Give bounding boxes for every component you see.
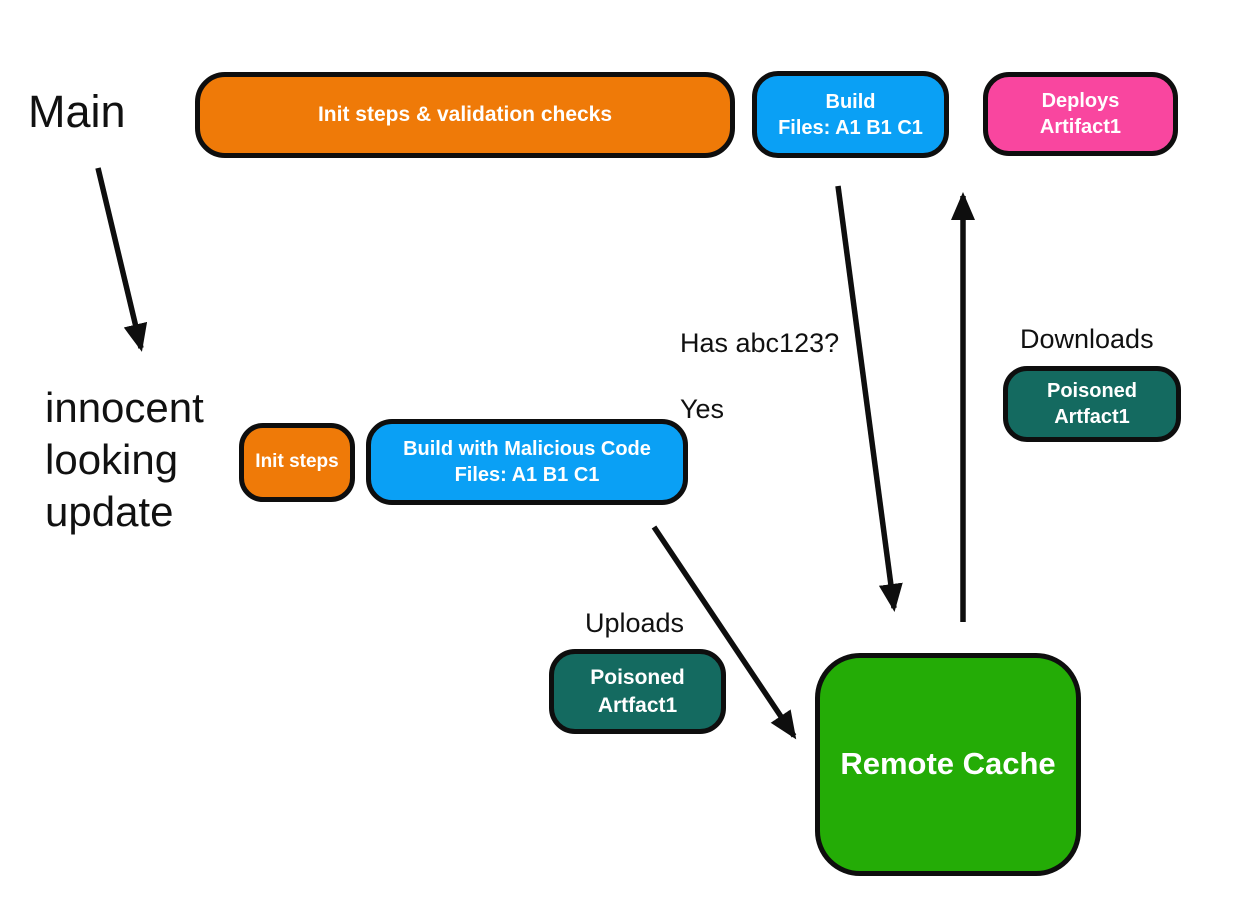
node-poisoned-upload-name: Artfact1	[597, 693, 678, 717]
downloads-label: Downloads	[1020, 324, 1154, 354]
node-remote-cache-label: Remote Cache	[840, 746, 1056, 782]
node-init-steps-label: Init steps	[255, 451, 339, 473]
node-poisoned-download-name: Artfact1	[1054, 406, 1130, 428]
arrow-build-to-cache	[835, 185, 903, 612]
node-init-steps: Init steps	[239, 423, 355, 502]
cache-hit-answer: Yes	[680, 393, 725, 424]
node-build-main: Build Files: A1 B1 C1	[752, 71, 949, 158]
node-build-malicious-files: Files: A1 B1 C1	[454, 464, 600, 486]
cache-hit-question: Has abc123?	[680, 327, 840, 358]
node-build-malicious-title: Build with Malicious Code	[403, 438, 651, 460]
node-poisoned-artifact-download: Poisoned Artfact1	[1003, 366, 1181, 442]
node-build-malicious: Build with Malicious Code Files: A1 B1 C…	[366, 419, 688, 505]
node-deploys-artifact: Deploys Artifact1	[983, 72, 1178, 156]
node-poisoned-artifact-upload: Poisoned Artfact1	[549, 649, 726, 734]
innocent-update-label: innocent looking update	[45, 384, 204, 536]
cache-hit-label: Has abc123? Yes	[680, 294, 839, 426]
arrow-main-to-update	[95, 167, 148, 352]
uploads-label: Uploads	[585, 608, 685, 638]
node-remote-cache: Remote Cache	[815, 653, 1081, 876]
node-build-main-files: Files: A1 B1 C1	[778, 116, 923, 139]
node-poisoned-upload-title: Poisoned	[590, 666, 685, 690]
node-deploys-title: Deploys	[1041, 90, 1120, 112]
node-build-main-title: Build	[825, 90, 876, 113]
node-init-validation-checks: Init steps & validation checks	[195, 72, 735, 158]
node-init-validation-label: Init steps & validation checks	[317, 103, 613, 127]
node-deploys-artifact-name: Artifact1	[1039, 116, 1122, 138]
main-branch-label: Main	[28, 86, 126, 137]
node-poisoned-download-title: Poisoned	[1046, 380, 1137, 402]
